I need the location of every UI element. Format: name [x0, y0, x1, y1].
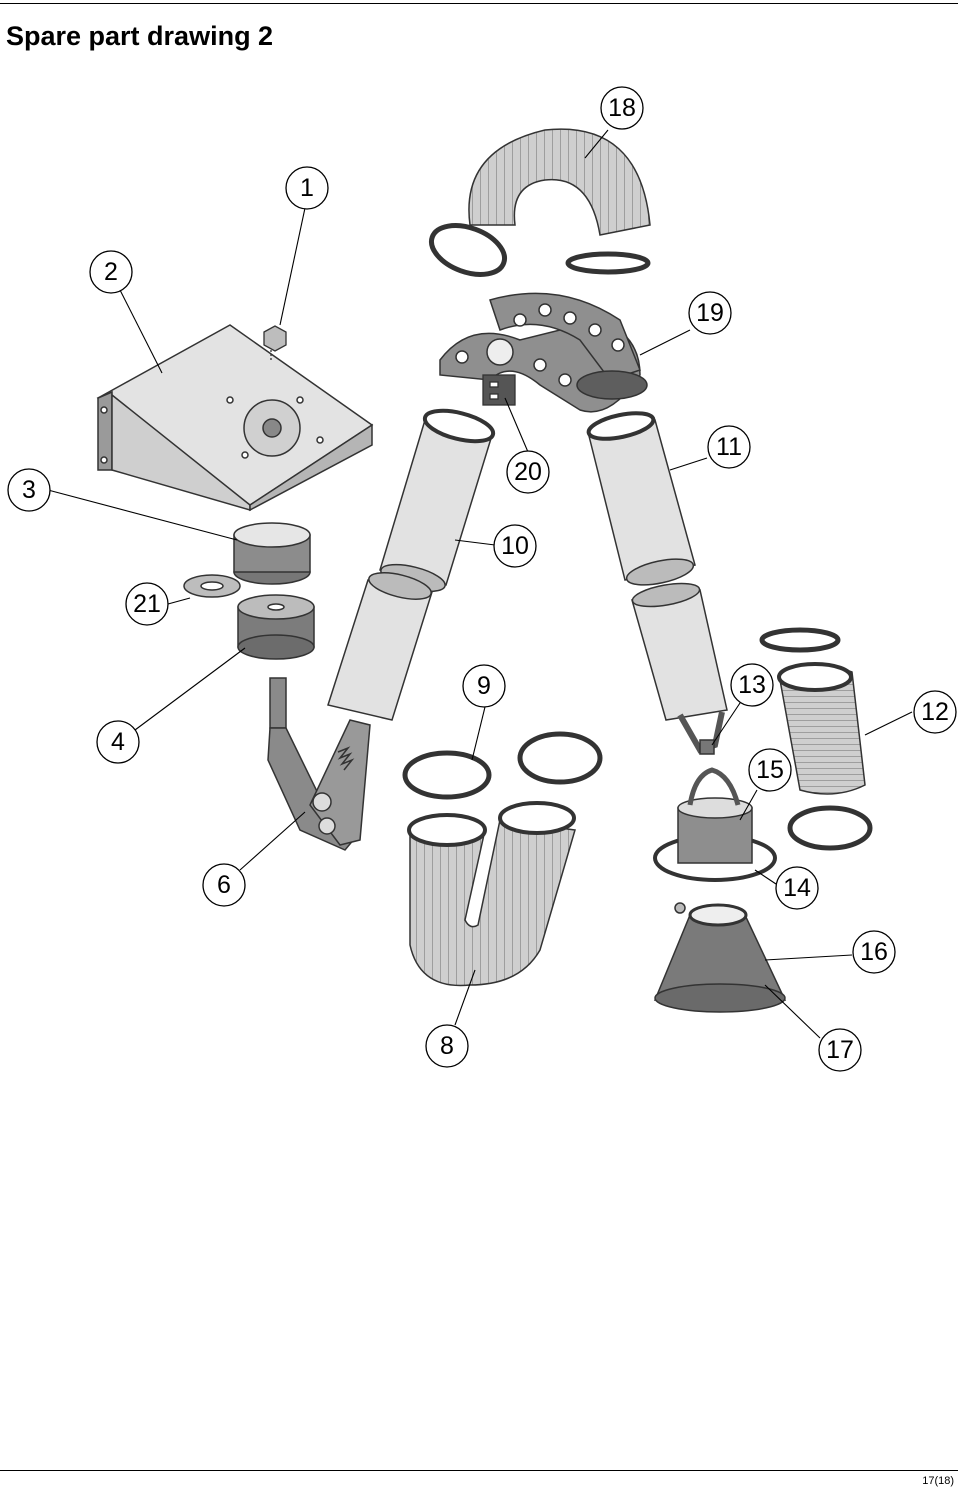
leader-lines: [47, 129, 913, 1039]
footer-rule: [0, 1470, 958, 1471]
svg-text:9: 9: [477, 672, 491, 700]
svg-text:1: 1: [300, 174, 314, 202]
svg-text:11: 11: [716, 433, 742, 461]
flex-hose-part-8: [407, 801, 576, 987]
svg-text:15: 15: [756, 756, 784, 784]
arm-tube-part-11: [586, 411, 696, 586]
svg-text:2: 2: [104, 258, 118, 286]
callout-16: 16: [852, 930, 896, 974]
callout-4: 4: [96, 720, 140, 764]
svg-text:17: 17: [826, 1036, 854, 1064]
callout-13: 13: [730, 663, 774, 707]
svg-text:12: 12: [921, 698, 949, 726]
arm-tube-lower-left: [327, 572, 433, 721]
callout-19: 19: [688, 291, 732, 335]
arm-joint-part-6: [267, 677, 371, 851]
callout-3: 3: [7, 468, 51, 512]
callout-1: 1: [285, 166, 329, 210]
callout-17: 17: [818, 1028, 862, 1072]
hood-holder-part-14: [653, 767, 777, 882]
svg-text:20: 20: [514, 458, 542, 486]
callout-10: 10: [493, 524, 537, 568]
nut-part-1: [263, 325, 287, 360]
svg-text:21: 21: [133, 590, 161, 618]
wall-bracket-part-2: [96, 324, 374, 512]
flex-hose-part-18: [429, 128, 651, 277]
svg-text:14: 14: [783, 874, 811, 902]
callout-2: 2: [89, 250, 133, 294]
flex-hose-part-12: [759, 627, 873, 851]
extraction-hood-part-16: [653, 902, 787, 1013]
lock-block-part-20: [482, 374, 516, 406]
hose-clamps-part-9: [402, 731, 603, 800]
svg-text:19: 19: [696, 299, 724, 327]
elbow-joint-part-19: [439, 292, 648, 413]
svg-text:4: 4: [111, 728, 125, 756]
svg-text:8: 8: [440, 1032, 454, 1060]
callout-20: 20: [506, 450, 550, 494]
hinge-bracket-part-13: [677, 711, 725, 755]
callout-9: 9: [462, 664, 506, 708]
callout-18: 18: [600, 86, 644, 130]
page-number: 17(18): [922, 1475, 954, 1487]
callout-21: 21: [125, 582, 169, 626]
callout-14: 14: [775, 866, 819, 910]
arm-tube-part-10: [379, 408, 496, 593]
svg-text:16: 16: [860, 938, 888, 966]
page-title: Spare part drawing 2: [6, 21, 274, 51]
pivot-hub-part-4: [237, 594, 315, 660]
callout-6: 6: [202, 863, 246, 907]
svg-text:13: 13: [738, 671, 766, 699]
washer-part-21: [183, 574, 241, 598]
svg-text:6: 6: [217, 871, 231, 899]
svg-text:18: 18: [608, 94, 636, 122]
arm-tube-lower-right: [631, 582, 728, 721]
bearing-ring-part-3: [233, 522, 311, 585]
callout-15: 15: [748, 748, 792, 792]
callout-8: 8: [425, 1024, 469, 1068]
header-rule: [0, 3, 958, 4]
svg-text:3: 3: [22, 476, 36, 504]
callout-12: 12: [913, 690, 957, 734]
svg-text:10: 10: [501, 532, 529, 560]
callout-11: 11: [707, 425, 751, 469]
